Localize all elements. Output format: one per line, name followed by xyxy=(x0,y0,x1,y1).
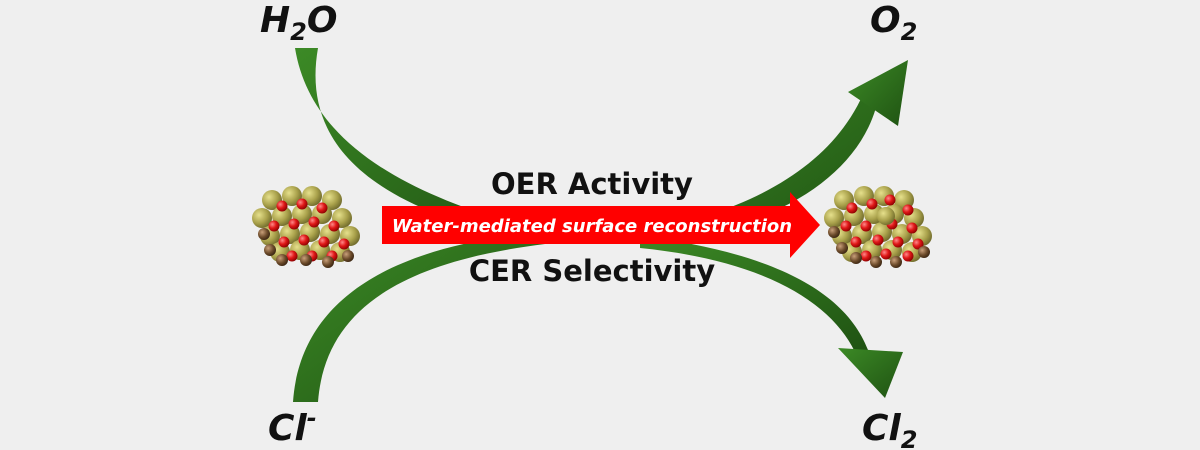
atom-red xyxy=(860,220,872,232)
label-water: H2O xyxy=(260,0,337,46)
atom-red xyxy=(860,250,872,262)
atom-red xyxy=(276,200,288,212)
atom-red xyxy=(318,236,330,248)
pathway-chloride-in xyxy=(293,232,545,402)
atom-red xyxy=(328,220,340,232)
atom-red xyxy=(288,218,300,230)
atom-red xyxy=(880,248,892,260)
center-arrow xyxy=(382,192,820,258)
atom-red xyxy=(912,238,924,250)
pathway-chlorine-out xyxy=(640,236,868,352)
atom-red xyxy=(850,236,862,248)
atom-red xyxy=(286,250,298,262)
atom-red xyxy=(840,220,852,232)
label-oxygen: O2 xyxy=(870,0,917,46)
center-arrow-label: Water-mediated surface reconstruction xyxy=(392,216,792,237)
atom-brown xyxy=(890,256,902,268)
atom-gold xyxy=(302,186,322,206)
atom-brown xyxy=(836,242,848,254)
atom-red xyxy=(296,198,308,210)
label-chlorine: Cl2 xyxy=(862,408,917,450)
atom-gold xyxy=(322,190,342,210)
atom-red xyxy=(902,250,914,262)
atom-brown xyxy=(342,250,354,262)
catalyst-cluster-reconstructed xyxy=(824,186,932,268)
atom-gold xyxy=(272,206,292,226)
atom-red xyxy=(308,216,320,228)
arrowhead-oxygen xyxy=(848,60,908,126)
atom-brown xyxy=(918,246,930,258)
atom-red xyxy=(902,204,914,216)
atom-gold xyxy=(877,207,895,225)
atom-red xyxy=(866,198,878,210)
atom-brown xyxy=(828,226,840,238)
atom-red xyxy=(316,202,328,214)
atom-brown xyxy=(258,228,270,240)
atom-red xyxy=(268,220,280,232)
atom-red xyxy=(338,238,350,250)
atom-gold xyxy=(282,186,302,206)
atom-red xyxy=(892,236,904,248)
atom-red xyxy=(278,236,290,248)
arrowhead-chlorine xyxy=(838,348,903,398)
atom-brown xyxy=(322,256,334,268)
cer-selectivity-label: CER Selectivity xyxy=(469,254,715,288)
label-chloride: Cl- xyxy=(268,404,317,449)
atom-red xyxy=(906,222,918,234)
oer-activity-label: OER Activity xyxy=(491,167,693,201)
atom-brown xyxy=(300,254,312,266)
atom-brown xyxy=(264,244,276,256)
atom-brown xyxy=(276,254,288,266)
pathway-water-in xyxy=(295,48,545,244)
atom-red xyxy=(298,234,310,246)
atom-gold xyxy=(292,204,312,224)
catalyst-cluster-initial xyxy=(252,186,360,268)
atom-red xyxy=(872,234,884,246)
atom-gold xyxy=(252,208,272,228)
atom-gold xyxy=(824,208,844,228)
atom-red xyxy=(884,194,896,206)
atom-brown xyxy=(850,252,862,264)
atom-brown xyxy=(870,256,882,268)
atom-red xyxy=(846,202,858,214)
